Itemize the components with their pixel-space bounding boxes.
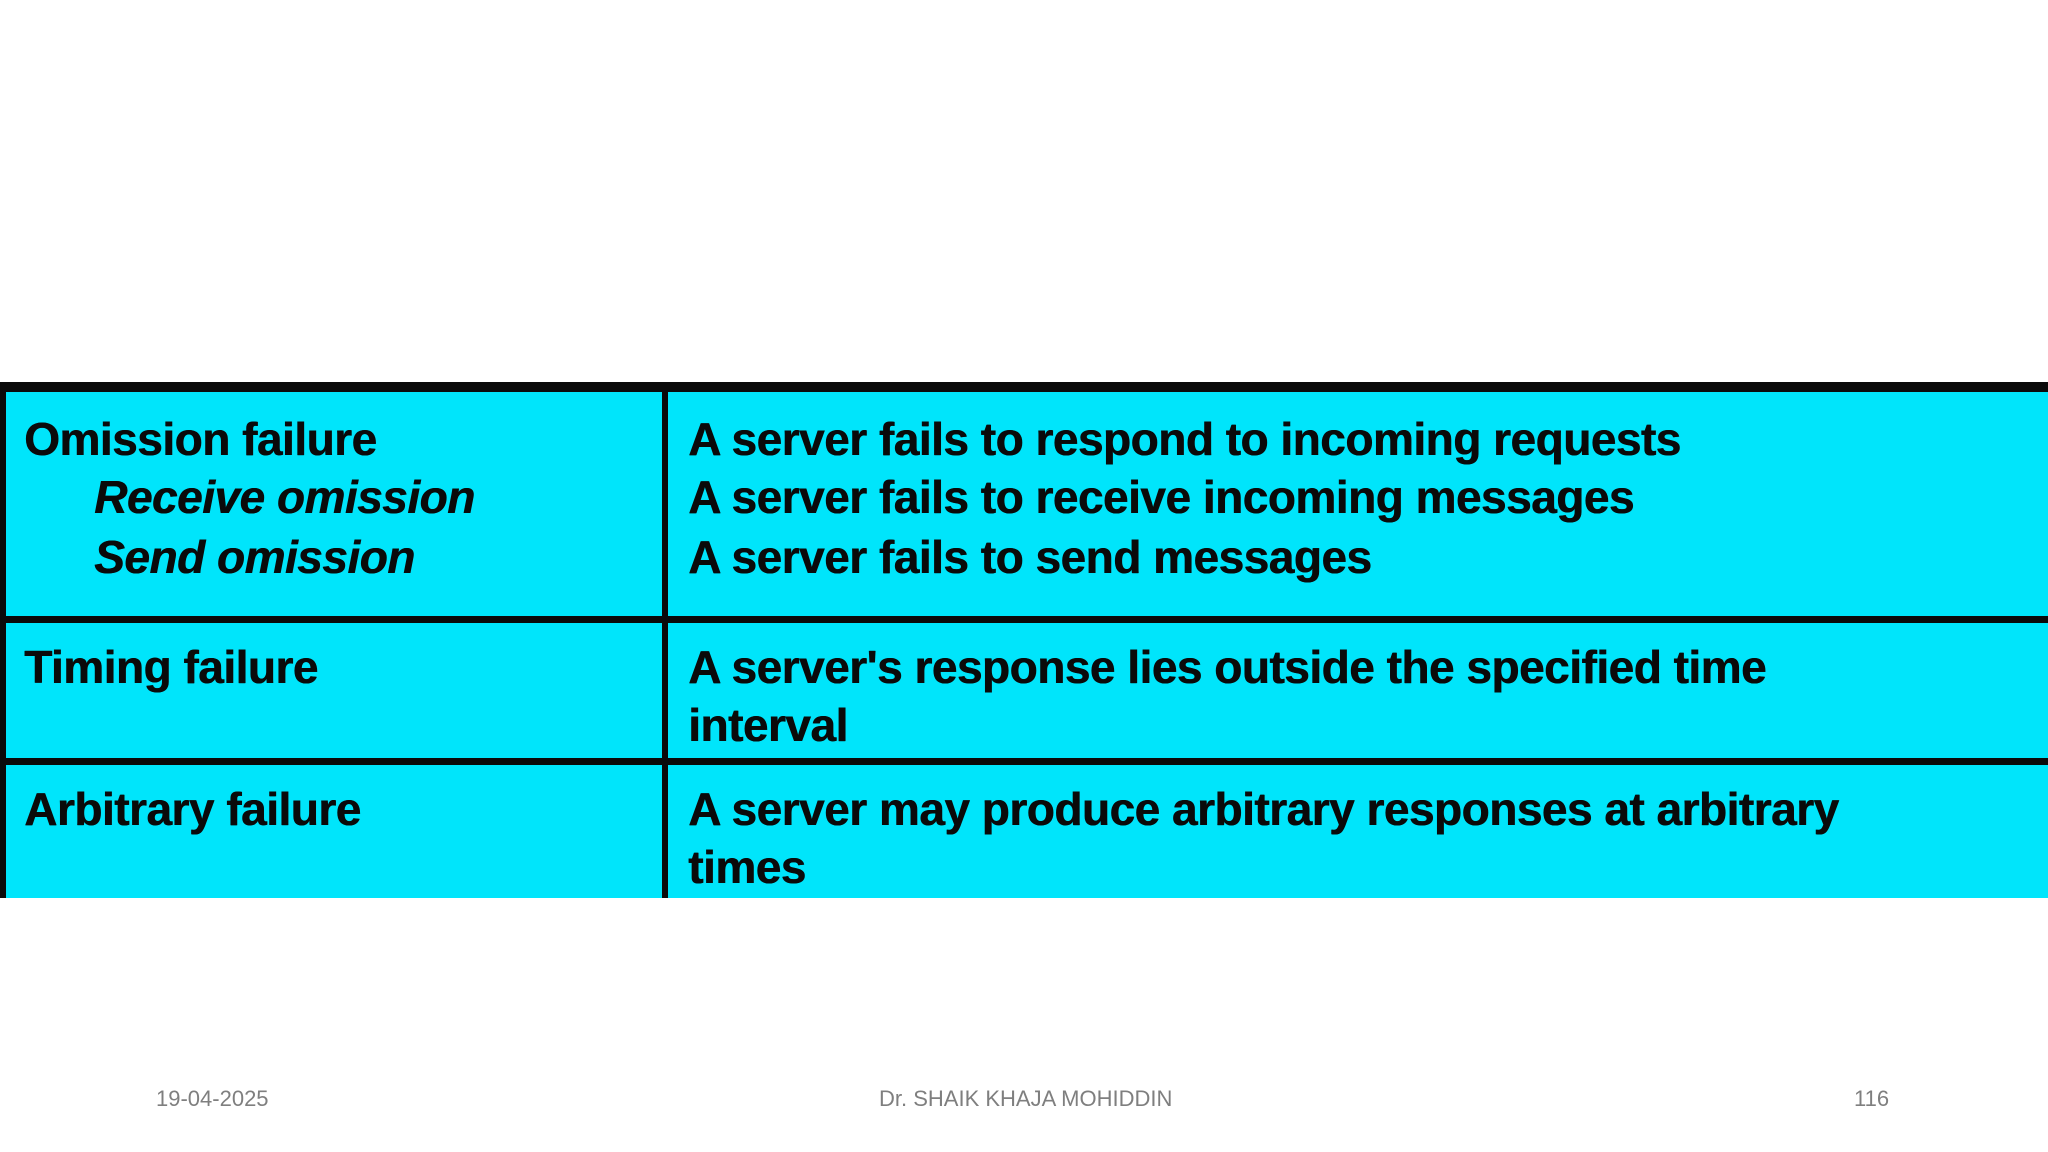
row-label-omission-failure: Omission failure xyxy=(24,413,377,465)
row-label-timing-failure: Timing failure xyxy=(24,641,318,693)
table-row-separator xyxy=(0,758,2048,765)
row-description: times xyxy=(688,841,806,893)
footer-date: 19-04-2025 xyxy=(156,1086,269,1111)
row-label-arbitrary-failure: Arbitrary failure xyxy=(24,783,361,835)
row-description: interval xyxy=(688,699,848,751)
row-sublabel-receive-omission: Receive omission xyxy=(94,471,475,523)
failure-types-table: Omission failure Receive omission Send o… xyxy=(0,382,2048,898)
row-description: A server fails to send messages xyxy=(688,531,1372,583)
table-left-border xyxy=(0,392,6,898)
footer-page-number: 116 xyxy=(1854,1086,1890,1111)
table-top-border xyxy=(0,382,2048,392)
row-description: A server fails to receive incoming messa… xyxy=(688,471,1634,523)
row-description: A server's response lies outside the spe… xyxy=(688,641,1766,693)
row-description: A server fails to respond to incoming re… xyxy=(688,413,1681,465)
footer-author: Dr. SHAIK KHAJA MOHIDDIN xyxy=(879,1086,1173,1111)
row-sublabel-send-omission: Send omission xyxy=(94,531,415,583)
row-description: A server may produce arbitrary responses… xyxy=(688,783,1839,835)
table-row-separator xyxy=(0,616,2048,623)
table-column-divider xyxy=(662,392,668,898)
